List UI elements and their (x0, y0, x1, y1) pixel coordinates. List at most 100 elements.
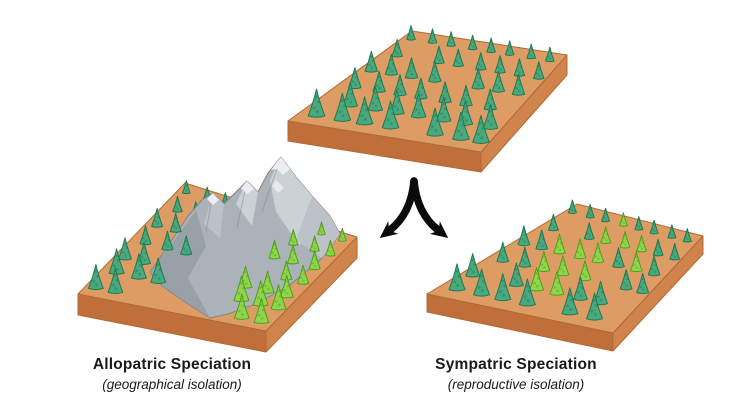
conifer-tree-dark (436, 97, 452, 123)
conifer-tree-dark (509, 262, 524, 287)
conifer-tree-dark (139, 225, 152, 246)
conifer-tree-dark (612, 247, 625, 269)
conifer-tree-dark (107, 267, 124, 294)
conifer-tree-light (253, 297, 270, 324)
allopatric-subtitle: (geographical isolation) (102, 377, 242, 392)
conifer-tree-dark (118, 237, 132, 261)
conifer-tree-light (591, 242, 605, 264)
tree-population (307, 25, 555, 145)
conifer-tree-dark (649, 219, 659, 235)
conifer-tree-dark (567, 199, 577, 214)
conifer-tree-dark (647, 255, 661, 277)
conifer-tree-dark (619, 269, 633, 291)
conifer-tree-dark (150, 257, 167, 284)
conifer-tree-dark (364, 50, 378, 73)
conifer-tree-light (317, 221, 326, 236)
conifer-tree-light (529, 266, 544, 292)
island-slab (426, 203, 704, 352)
conifer-tree-light (573, 238, 587, 260)
conifer-tree-dark (634, 216, 644, 231)
conifer-tree-light (537, 250, 551, 272)
tree-population (88, 207, 347, 324)
conifer-tree-dark (427, 28, 438, 44)
mountain-range-icon (149, 156, 341, 319)
conifer-tree-dark (182, 180, 191, 195)
conifer-tree-dark (414, 77, 428, 100)
conifer-tree-dark (348, 67, 362, 90)
conifer-tree-dark (472, 114, 490, 145)
conifer-tree-dark (496, 241, 510, 263)
conifer-tree-dark (389, 89, 405, 115)
conifer-tree-dark (475, 52, 487, 71)
conifer-tree-light (600, 226, 612, 244)
conifer-tree-dark (491, 70, 506, 93)
conifer-tree-dark (130, 253, 147, 280)
mountain-lit-face (270, 157, 312, 246)
conifer-tree-dark (180, 235, 193, 256)
conifer-tree-light (556, 255, 570, 277)
conifer-tree-light (578, 260, 592, 282)
conifer-tree-dark (372, 70, 386, 93)
conifer-tree-dark (473, 268, 491, 297)
conifer-tree-dark (161, 230, 174, 251)
sympatric-subtitle: (reproductive isolation) (447, 377, 585, 392)
conifer-tree-dark (452, 111, 470, 141)
conifer-tree-dark (494, 273, 512, 302)
conifer-tree-dark (404, 57, 419, 79)
conifer-tree-dark (548, 213, 559, 232)
allopatric-island (77, 156, 358, 353)
conifer-tree-dark (151, 207, 164, 228)
divergence-arrow-icon (379, 177, 449, 239)
conifer-tree-dark (428, 60, 442, 83)
conifer-tree-dark (471, 67, 485, 90)
conifer-tree-dark (533, 61, 545, 80)
conifer-tree-dark (433, 45, 445, 65)
conifer-tree-dark (544, 46, 555, 63)
conifer-tree-dark (667, 224, 677, 239)
conifer-tree-light (636, 234, 647, 253)
conifer-tree-dark (391, 39, 403, 58)
conifer-tree-light (287, 244, 299, 265)
conifer-tree-dark (511, 74, 526, 96)
conifer-tree-light (629, 251, 643, 273)
conifer-tree-dark (406, 25, 416, 41)
conifer-tree-light (325, 239, 336, 257)
conifer-tree-dark (494, 55, 506, 74)
original-population-island (287, 25, 568, 173)
conifer-tree-light (279, 275, 294, 299)
conifer-tree-dark (355, 96, 374, 126)
conifer-tree-dark (652, 238, 664, 257)
conifer-tree-dark (669, 242, 681, 261)
conifer-tree-dark (452, 48, 464, 68)
conifer-tree-dark (467, 34, 478, 51)
conifer-tree-light (549, 271, 565, 296)
conifer-tree-dark (446, 31, 456, 47)
conifer-tree-dark (169, 212, 182, 233)
conifer-tree-dark (585, 204, 595, 219)
conifer-tree-light (338, 227, 347, 242)
conifer-tree-dark (518, 246, 532, 268)
conifer-tree-light (553, 233, 566, 255)
conifer-tree-light (619, 230, 631, 249)
conifer-tree-light (618, 212, 628, 227)
conifer-tree-dark (586, 292, 603, 321)
conifer-tree-dark (410, 93, 427, 119)
conifer-tree-dark (137, 241, 151, 265)
conifer-tree-dark (583, 222, 595, 240)
conifer-tree-dark (465, 253, 481, 278)
conifer-tree-dark (518, 278, 536, 307)
conifer-tree-dark (561, 287, 579, 316)
conifer-tree-dark (601, 207, 611, 223)
conifer-tree-dark (88, 264, 104, 291)
allopatric-caption: Allopatric Speciation (geographical isol… (52, 356, 292, 392)
conifer-tree-dark (367, 86, 383, 112)
sympatric-island (426, 199, 704, 352)
conifer-tree-dark (593, 280, 608, 306)
conifer-tree-dark (381, 100, 400, 130)
conifer-tree-light (297, 264, 310, 285)
sympatric-caption: Sympatric Speciation (reproductive isola… (396, 356, 636, 392)
conifer-tree-dark (333, 92, 352, 122)
conifer-tree-dark (504, 40, 515, 56)
conifer-tree-dark (307, 88, 326, 118)
